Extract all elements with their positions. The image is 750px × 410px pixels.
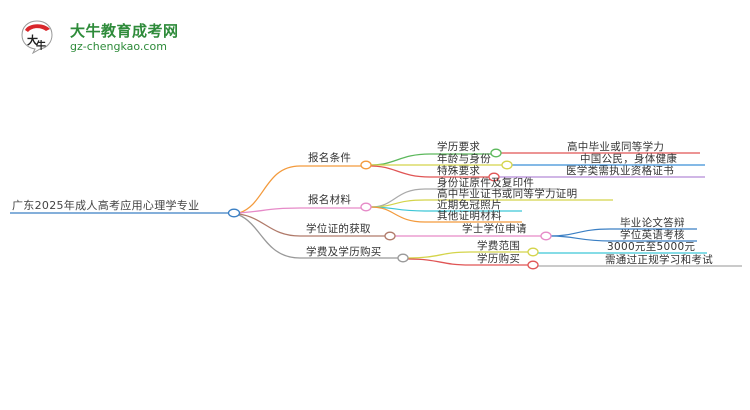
branch-degree-acquisition[interactable]: 学位证的获取 [306, 223, 371, 235]
leaf-purchase-detail: 需通过正规学习和考试 [605, 254, 713, 266]
logo-url: gz-chengkao.com [70, 40, 167, 53]
leaf-age-identity-detail: 中国公民，身体健康 [580, 153, 678, 165]
branch-registration-conditions[interactable]: 报名条件 [308, 152, 352, 164]
leaf-special-detail: 医学类需执业资格证书 [566, 165, 674, 177]
node-diploma-purchase[interactable]: 学历购买 [477, 253, 521, 265]
svg-text:牛: 牛 [36, 39, 46, 52]
root-node[interactable]: 广东2025年成人高考应用心理学专业 [12, 199, 200, 212]
leaf-education-detail: 高中毕业或同等学力 [567, 141, 665, 153]
node-id-card[interactable]: 身份证原件及复印件 [437, 177, 535, 189]
site-logo[interactable]: 大 牛 大牛教育成考网 gz-chengkao.com [14, 14, 204, 58]
leaf-tuition-amount: 3000元至5000元 [607, 241, 696, 253]
logo-badge-icon: 大 牛 [21, 20, 53, 54]
node-tuition-range[interactable]: 学费范围 [477, 240, 521, 252]
node-photo[interactable]: 近期免冠照片 [437, 199, 502, 211]
svg-text:大: 大 [27, 33, 38, 47]
node-special-requirement[interactable]: 特殊要求 [437, 165, 481, 177]
node-bachelor-application[interactable]: 学士学位申请 [462, 223, 527, 235]
node-other-materials[interactable]: 其他证明材料 [437, 210, 502, 222]
leaf-english-exam: 学位英语考核 [620, 229, 685, 241]
node-education-requirement[interactable]: 学历要求 [437, 141, 481, 153]
node-diploma[interactable]: 高中毕业证书或同等学力证明 [437, 188, 578, 200]
logo-title: 大牛教育成考网 [70, 22, 179, 40]
node-age-identity[interactable]: 年龄与身份 [437, 153, 491, 165]
branch-tuition-diploma[interactable]: 学费及学历购买 [306, 246, 382, 258]
branch-registration-materials[interactable]: 报名材料 [308, 194, 352, 206]
leaf-thesis-defense: 毕业论文答辩 [620, 217, 685, 229]
